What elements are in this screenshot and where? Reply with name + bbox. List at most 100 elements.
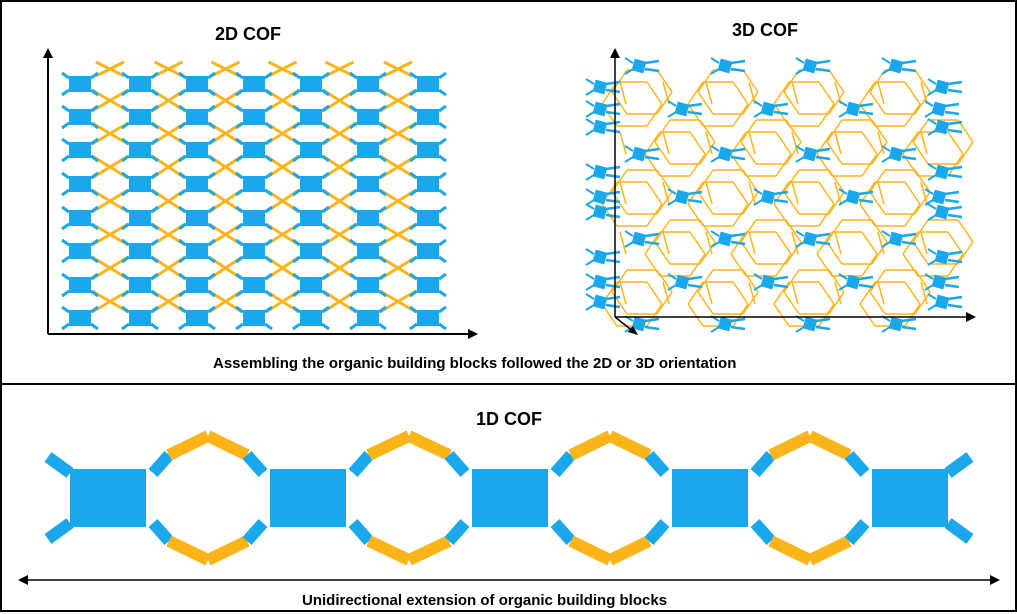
node-3d (845, 274, 861, 290)
node-arm-2d (409, 238, 418, 247)
linker-3d (656, 191, 673, 215)
node-3d (674, 101, 690, 117)
node-arm-3d (815, 325, 831, 331)
node-arm-2d (292, 205, 301, 214)
node-arm-2d (207, 88, 216, 97)
linker-3d (869, 191, 886, 215)
linker-3d (947, 253, 964, 277)
node-arm-2d (438, 305, 447, 314)
node-arm-3d (881, 57, 891, 64)
linker-3d (699, 119, 716, 143)
node-arm-3d (644, 240, 660, 246)
node-arm-2d (150, 104, 159, 113)
linker-3d (656, 169, 673, 193)
node-arm-3d (901, 67, 917, 73)
node-arm-2d (121, 154, 130, 163)
node-3d (888, 146, 904, 162)
linker-3d (646, 103, 663, 127)
linker-3d (869, 91, 886, 115)
node-arm-1d (644, 451, 670, 477)
node-arm-3d (947, 258, 963, 264)
linker-3d (834, 131, 842, 155)
node-arm-3d (901, 147, 917, 153)
node-arm-3d (730, 232, 746, 238)
linker-1d (568, 535, 613, 566)
node-arm-3d (901, 240, 917, 246)
node-3d (934, 204, 950, 220)
linker-3d (783, 291, 800, 315)
node-arm-2d (121, 238, 130, 247)
node-arm-3d (773, 275, 789, 281)
node-2d (243, 176, 265, 192)
node-arm-3d (815, 317, 831, 323)
node-3d (631, 58, 647, 74)
linker-3d (783, 191, 800, 215)
node-arm-1d (44, 518, 74, 544)
node-arm-2d (61, 104, 70, 113)
node-arm-3d (687, 110, 703, 116)
linker-3d (697, 69, 714, 93)
node-arm-2d (349, 154, 358, 163)
node-arm-2d (178, 322, 187, 331)
node-arm-3d (644, 67, 660, 73)
node-arm-2d (409, 88, 418, 97)
node-2d (243, 310, 265, 326)
node-arm-2d (321, 171, 330, 180)
node-arm-3d (901, 155, 917, 161)
node-arm-2d (349, 305, 358, 314)
node-3d (592, 249, 608, 265)
linker-3d (904, 103, 921, 127)
node-arm-2d (292, 272, 301, 281)
node-arm-3d (585, 284, 595, 291)
linker-1d (807, 430, 852, 461)
linker-3d (783, 169, 800, 193)
node-arm-2d (438, 121, 447, 130)
node-arm-3d (753, 111, 763, 118)
linker-3d (818, 81, 835, 105)
node-arm-3d (881, 145, 891, 152)
node-arm-2d (90, 88, 99, 97)
linker-3d (775, 153, 792, 177)
node-arm-2d (61, 255, 70, 264)
node-arm-2d (178, 171, 187, 180)
node-arm-3d (605, 205, 621, 211)
node-arm-2d (121, 255, 130, 264)
node-arm-2d (378, 104, 387, 113)
node-arm-2d (235, 104, 244, 113)
node-arm-3d (924, 284, 934, 291)
node-arm-2d (264, 289, 273, 298)
linker-3d (656, 69, 673, 93)
node-arm-2d (207, 137, 216, 146)
node-arm-1d (348, 519, 374, 545)
linker-3d (828, 191, 845, 215)
node-arm-3d (858, 102, 874, 108)
node-2d (243, 142, 265, 158)
node-arm-2d (61, 222, 70, 231)
linker-3d (687, 303, 704, 327)
node-arm-3d (585, 248, 595, 255)
node-arm-2d (235, 154, 244, 163)
linker-3d (689, 153, 706, 177)
node-arm-2d (150, 71, 159, 80)
linker-3d (869, 291, 886, 315)
linker-3d (957, 119, 974, 143)
node-arm-2d (292, 255, 301, 264)
node-arm-1d (550, 519, 576, 545)
cof-3d-diagram (585, 48, 976, 335)
node-2d (357, 76, 379, 92)
linker-3d (619, 231, 627, 255)
node-arm-3d (730, 240, 746, 246)
node-3d (802, 146, 818, 162)
node-arm-3d (924, 100, 934, 107)
node-arm-3d (881, 68, 891, 75)
node-2d (357, 176, 379, 192)
node-3d (888, 58, 904, 74)
node-arm-3d (605, 88, 621, 94)
node-arm-2d (264, 255, 273, 264)
linker-2d (267, 60, 298, 78)
node-arm-2d (235, 121, 244, 130)
linker-3d (775, 231, 792, 255)
linker-1d (607, 430, 652, 461)
linker-3d (859, 103, 876, 127)
node-arm-3d (644, 147, 660, 153)
